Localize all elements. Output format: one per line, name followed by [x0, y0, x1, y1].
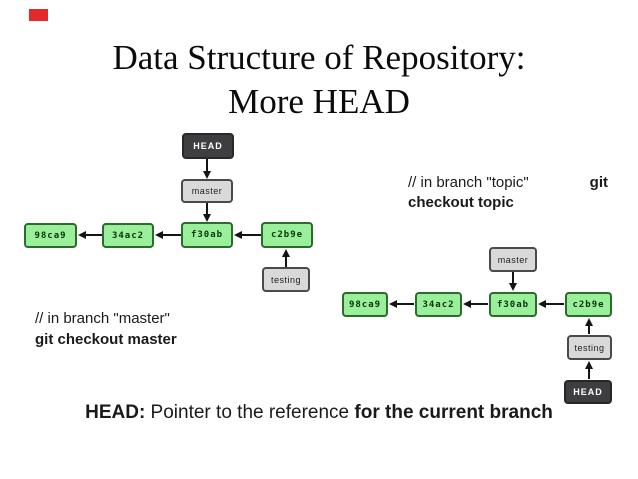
annotation-topic-line1: // in branch "topic" git [408, 173, 608, 193]
node-34ac2: 34ac2 [102, 223, 154, 248]
node-98ca9: 98ca9 [24, 223, 77, 248]
annotation-topic: // in branch "topic" git checkout topic [408, 173, 608, 213]
annotation-topic-line2: checkout topic [408, 193, 608, 213]
node-98ca9: 98ca9 [342, 292, 388, 317]
red-marker [29, 9, 48, 21]
node-34ac2: 34ac2 [415, 292, 462, 317]
arrow-master-to-f30ab [202, 203, 212, 222]
annotation-master-comment: // in branch "master" [35, 310, 170, 327]
annotation-master-command: git checkout master [35, 331, 177, 348]
arrow-f30ab-to-34ac2 [463, 299, 488, 309]
node-HEAD: HEAD [564, 380, 612, 404]
annotation-master: // in branch "master" git checkout maste… [35, 308, 177, 350]
node-c2b9e: c2b9e [565, 292, 612, 317]
node-testing: testing [567, 335, 612, 360]
arrow-f30ab-to-34ac2 [155, 230, 181, 240]
node-testing: testing [262, 267, 310, 292]
annotation-master-line2: git checkout master [35, 329, 177, 350]
node-HEAD: HEAD [182, 133, 234, 159]
arrow-master-to-f30ab [508, 272, 518, 291]
slide-title: Data Structure of Repository: More HEAD [0, 36, 638, 124]
caption-head-label: HEAD: [85, 402, 146, 423]
arrow-34ac2-to-98ca9 [389, 299, 414, 309]
arrow-c2b9e-to-f30ab [234, 230, 261, 240]
arrow-c2b9e-to-f30ab [538, 299, 564, 309]
arrow-34ac2-to-98ca9 [78, 230, 102, 240]
node-master: master [181, 179, 233, 203]
node-c2b9e: c2b9e [261, 222, 313, 248]
caption-regular-text: Pointer to the reference [145, 402, 355, 423]
arrow-HEAD-to-master [202, 159, 212, 179]
node-master: master [489, 247, 537, 272]
node-f30ab: f30ab [181, 222, 233, 248]
annotation-topic-command: checkout topic [408, 194, 514, 211]
slide-title-line2: More HEAD [228, 82, 410, 121]
caption: HEAD: Pointer to the reference for the c… [79, 401, 559, 424]
arrow-testing-to-c2b9e [281, 249, 291, 267]
annotation-topic-git: git [589, 174, 608, 191]
node-f30ab: f30ab [489, 292, 537, 317]
caption-bold-text: for the current branch [354, 402, 553, 423]
slide-title-line1: Data Structure of Repository: [112, 38, 526, 77]
arrow-testing-to-c2b9e [584, 318, 594, 334]
arrow-HEAD-to-testing [584, 361, 594, 379]
annotation-topic-comment: // in branch "topic" [408, 174, 529, 191]
